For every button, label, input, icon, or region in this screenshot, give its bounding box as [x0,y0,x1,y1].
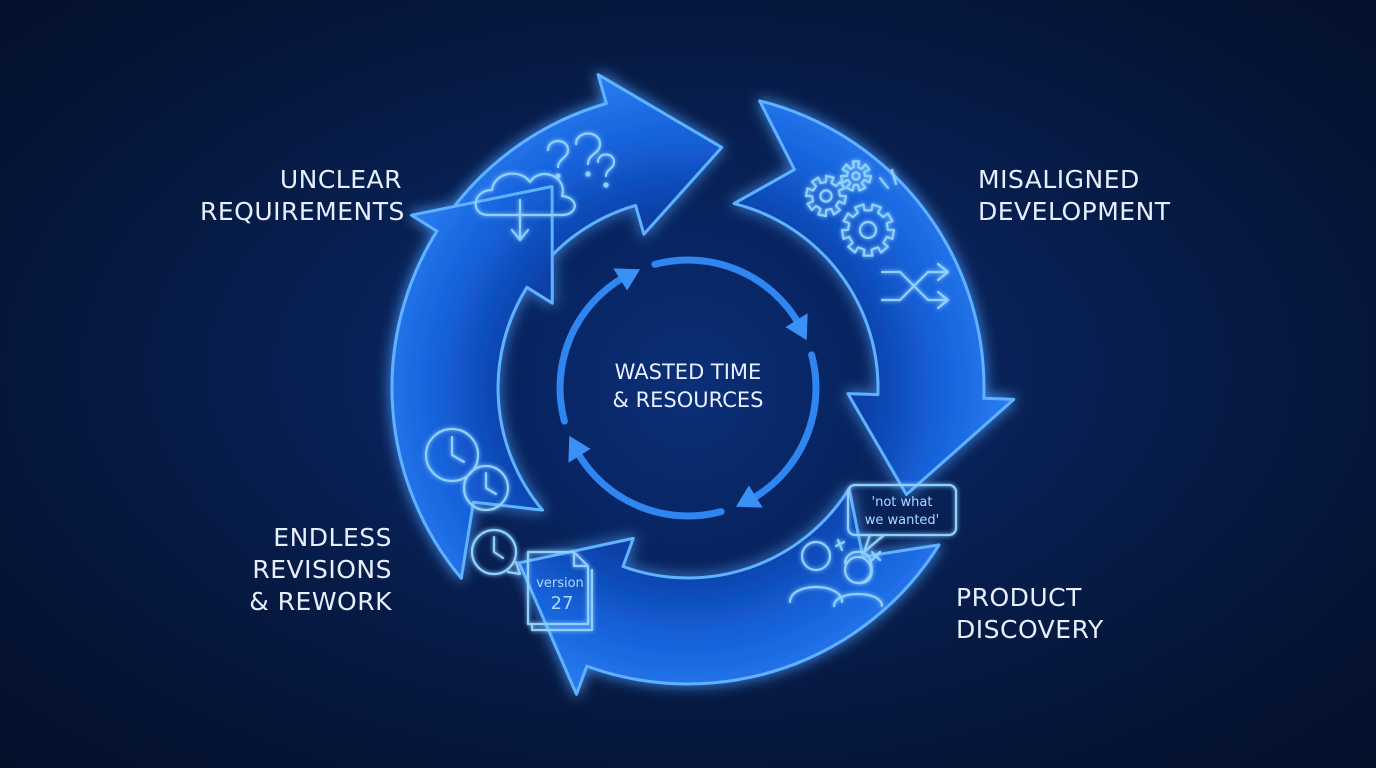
stage-label-line: ENDLESS [273,523,392,552]
gear-hub [858,220,878,240]
inner-arrow-arc [556,273,628,425]
cloud-question-icon [474,132,616,242]
stage-label-line: DISCOVERY [956,615,1104,644]
inner-arrow-head [613,268,641,291]
inner-arrow-head [785,313,808,341]
stage-label-line: & REWORK [249,587,392,616]
inner-arrow-arc [748,351,820,503]
gear-shape [804,174,848,218]
gear-hub [851,171,861,181]
center-label-line1: WASTED TIME [614,360,762,384]
center-label-line2: & RESOURCES [612,388,764,412]
stage-label-product-discovery: PRODUCT DISCOVERY [956,582,1104,646]
clocks-document-icon [424,427,594,632]
speech-bubble-line2: we wanted' [865,513,940,528]
gear-shape [840,203,896,257]
version-doc-number: 27 [551,593,574,614]
stage-label-line: DEVELOPMENT [978,197,1171,226]
gears-shuffle-icon [804,160,950,310]
inner-arrow-head [735,485,763,508]
inner-arrow-arc [651,256,803,328]
inner-arrow-arc [573,448,725,520]
ring-arrow-endless-revisions [390,185,554,580]
stage-label-line: PRODUCT [956,583,1082,612]
inner-cycle-arrows [556,256,820,520]
stage-label-misaligned-development: MISALIGNED DEVELOPMENT [978,164,1171,228]
inner-arrow-head [568,435,591,463]
ring-arrow-misaligned-development [732,99,1016,496]
ring-arrow-product-discovery [517,487,941,696]
people-speech-icon [788,483,958,608]
stage-label-line: MISALIGNED [978,165,1140,194]
stage-label-line: REVISIONS [252,555,392,584]
stage-label-line: REQUIREMENTS [200,197,405,226]
center-label: WASTED TIME & RESOURCES [548,358,828,414]
stage-label-endless-revisions: ENDLESS REVISIONS & REWORK [200,522,392,618]
stage-label-unclear-requirements: UNCLEAR REQUIREMENTS [200,164,405,228]
version-doc-label: version [536,576,584,591]
gear-shape [839,160,873,192]
gear-hub [819,189,833,203]
speech-bubble-line1: 'not what [872,495,933,510]
ring-arrows [390,73,1016,696]
stage-label-line: UNCLEAR [279,165,402,194]
